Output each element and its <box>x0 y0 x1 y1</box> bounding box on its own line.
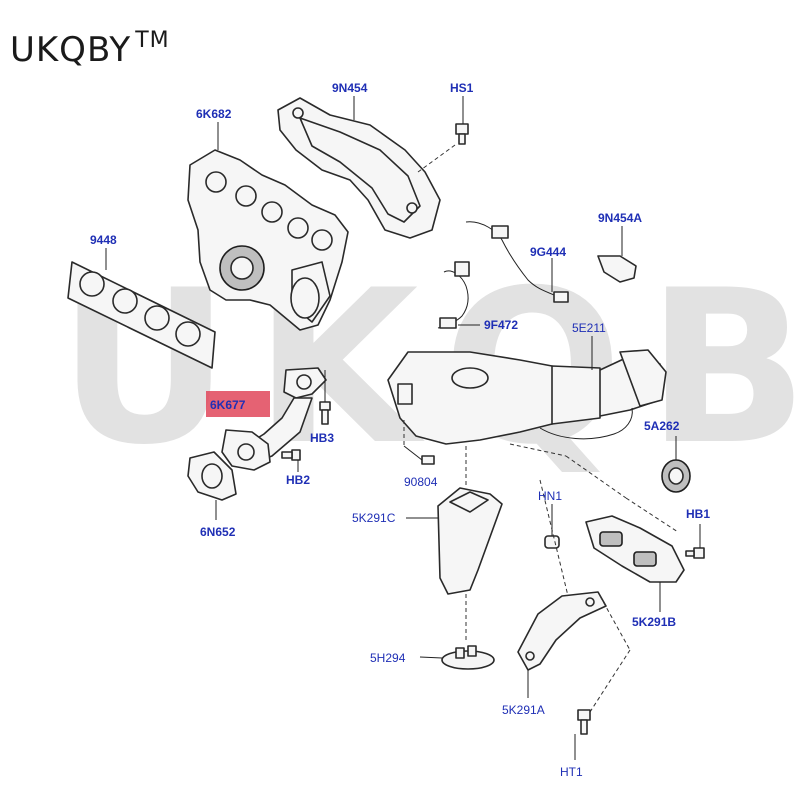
bracket-5k291b <box>565 455 685 583</box>
bolt-hs1 <box>417 123 469 173</box>
catalytic-converter <box>387 349 667 445</box>
stud-ht1 <box>574 709 591 760</box>
guide-line <box>509 443 567 457</box>
callout-9N454A[interactable]: 9N454A <box>598 211 642 225</box>
manifold-gasket <box>67 261 216 369</box>
exhaust-manifold-turbo <box>187 149 349 331</box>
callout-5K291B[interactable]: 5K291B <box>632 615 676 629</box>
callout-5A262[interactable]: 5A262 <box>644 419 680 433</box>
washer-5h294 <box>419 645 495 670</box>
bracket-5k291c <box>437 446 503 642</box>
brand-name: UKQBY <box>10 30 132 70</box>
trademark-mark: TM <box>135 28 170 53</box>
callout-9448[interactable]: 9448 <box>90 233 117 247</box>
isolator-5a262 <box>661 436 691 493</box>
callout-HB3[interactable]: HB3 <box>310 431 334 445</box>
callout-5K291C[interactable]: 5K291C <box>352 511 396 525</box>
callout-9G444[interactable]: 9G444 <box>530 245 566 259</box>
outlet-gasket <box>187 451 237 520</box>
callout-6K682[interactable]: 6K682 <box>196 107 232 121</box>
callout-5K291A[interactable]: 5K291A <box>502 703 545 717</box>
callout-HB1[interactable]: HB1 <box>686 507 710 521</box>
highlight-box <box>206 391 270 417</box>
bracket-5k291a <box>517 591 631 713</box>
stud-hb3 <box>319 370 331 425</box>
callout-6K677[interactable]: 6K677 <box>210 398 246 412</box>
callout-HS1[interactable]: HS1 <box>450 81 474 95</box>
bolt-hb2 <box>281 449 301 472</box>
callout-HB2[interactable]: HB2 <box>286 473 310 487</box>
heat-shield <box>277 97 441 239</box>
callout-HN1[interactable]: HN1 <box>538 489 562 503</box>
callout-5H294[interactable]: 5H294 <box>370 651 406 665</box>
bolt-hb1 <box>685 524 705 559</box>
callout-5E211[interactable]: 5E211 <box>572 321 606 335</box>
callout-9F472[interactable]: 9F472 <box>484 318 518 332</box>
oxygen-sensor-downstream <box>437 261 470 329</box>
sensor-bracket <box>597 255 637 283</box>
turbo-outlet-pipe <box>221 367 327 471</box>
oxygen-sensor-upstream <box>465 221 569 303</box>
callout-HT1[interactable]: HT1 <box>560 765 583 779</box>
callout-6N652[interactable]: 6N652 <box>200 525 236 539</box>
guide-line <box>539 479 569 597</box>
stud-90804 <box>403 420 435 465</box>
callout-9N454[interactable]: 9N454 <box>332 81 368 95</box>
callout-90804[interactable]: 90804 <box>404 475 438 489</box>
callout-labels: 6K682 9N454 HS1 9448 9G444 9N454A 9F472 … <box>90 81 710 779</box>
